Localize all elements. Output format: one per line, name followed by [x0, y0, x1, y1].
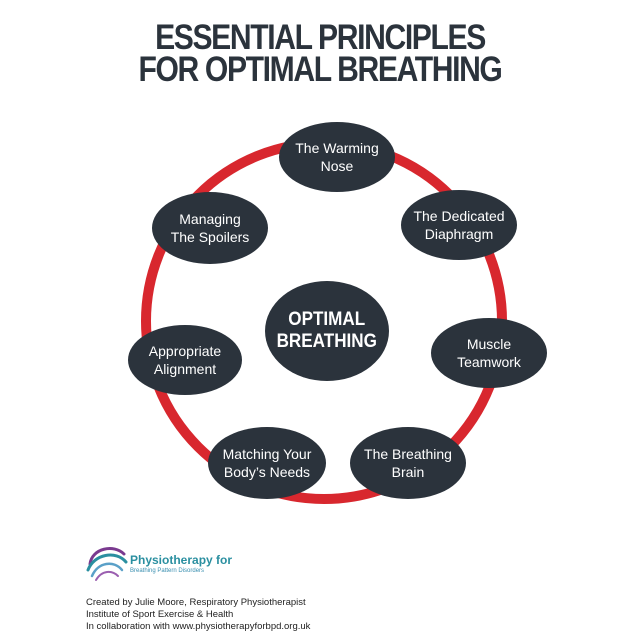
node-muscle-teamwork-line-1: Muscle [466, 336, 512, 352]
node-muscle-teamwork-line-2: Teamwork [457, 354, 521, 370]
logo-sub-text: Breathing Pattern Disorders [130, 568, 205, 574]
credits-line-2: Institute of Sport Exercise & Health [86, 609, 234, 620]
logo-swirl-icon [86, 547, 128, 581]
title-line-2: FOR OPTIMAL BREATHING [138, 50, 503, 89]
node-warming-nose: The Warming Nose [279, 122, 395, 192]
credits-line-3: In collaboration with www.physiotherapyf… [86, 621, 311, 632]
node-warming-nose-line-2: Nose [320, 158, 354, 174]
center-line-2: BREATHING [276, 331, 378, 352]
node-appropriate-alignment-line-1: Appropriate [148, 343, 222, 359]
logo-main-text: Physiotherapy for [130, 553, 233, 567]
node-appropriate-alignment-line-2: Alignment [153, 361, 217, 377]
node-breathing-brain-line-1: The Breathing [364, 446, 452, 462]
node-dedicated-diaphragm: The Dedicated Diaphragm [401, 190, 517, 260]
page-title: ESSENTIAL PRINCIPLES FOR OPTIMAL BREATHI… [45, 18, 595, 89]
node-dedicated-diaphragm-line-2: Diaphragm [424, 226, 494, 242]
node-matching-body-needs-line-1: Matching Your [222, 446, 312, 462]
title-line-1: ESSENTIAL PRINCIPLES [155, 18, 486, 57]
node-managing-spoilers-line-1: Managing [179, 211, 241, 227]
credits-block: Created by Julie Moore, Respiratory Phys… [86, 597, 310, 633]
node-breathing-brain: The Breathing Brain [350, 427, 466, 499]
node-warming-nose-line-1: The Warming [295, 140, 379, 156]
node-matching-body-needs: Matching Your Body’s Needs [208, 427, 326, 499]
center-line-1: OPTIMAL [288, 309, 366, 330]
credits-line-1: Created by Julie Moore, Respiratory Phys… [86, 597, 306, 608]
node-dedicated-diaphragm-line-1: The Dedicated [413, 208, 505, 224]
node-appropriate-alignment: Appropriate Alignment [128, 325, 242, 395]
node-breathing-brain-line-2: Brain [391, 464, 425, 480]
node-managing-spoilers: Managing The Spoilers [152, 192, 268, 264]
node-matching-body-needs-line-2: Body’s Needs [223, 464, 311, 480]
node-managing-spoilers-line-2: The Spoilers [170, 229, 250, 245]
center-circle: OPTIMAL BREATHING [265, 281, 389, 381]
organisation-logo: Physiotherapy for Breathing Pattern Diso… [84, 540, 244, 590]
node-muscle-teamwork: Muscle Teamwork [431, 318, 547, 388]
